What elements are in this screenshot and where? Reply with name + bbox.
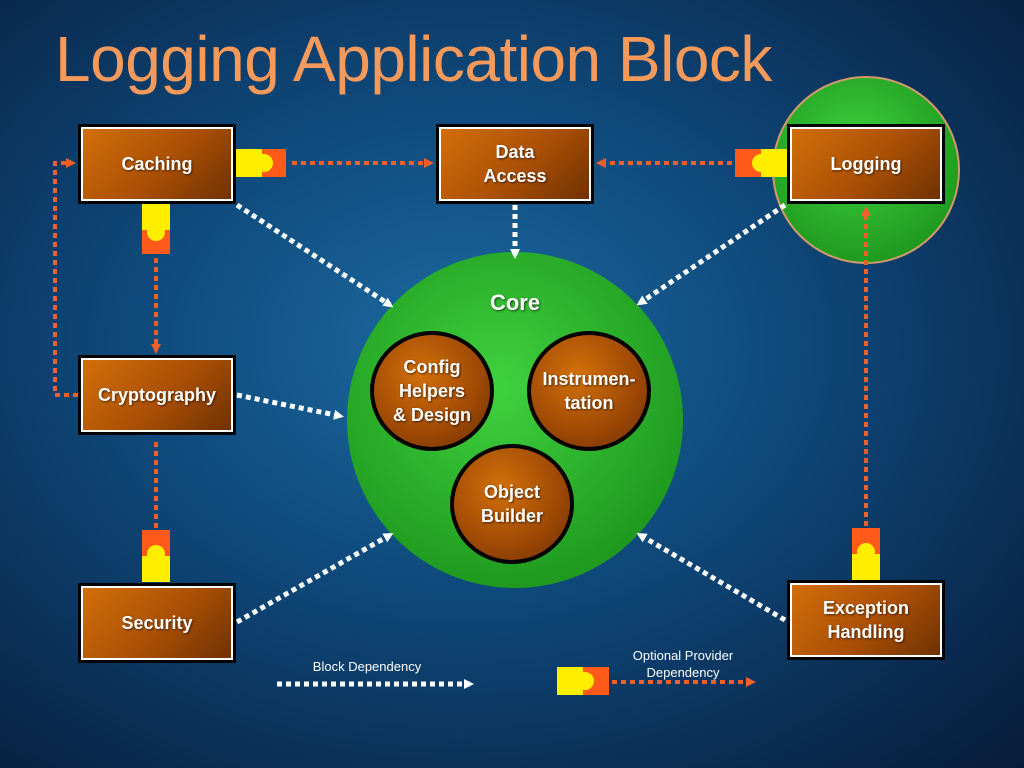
plug-logging-left (735, 149, 787, 177)
block-exception-handling: Exception Handling (787, 580, 945, 660)
core-config-helpers: Config Helpers & Design (370, 331, 494, 451)
block-security: Security (78, 583, 236, 663)
arrow-exception-core (636, 532, 787, 623)
plug-caching-bottom (142, 204, 170, 254)
legend-optional-provider-label: Optional Provider Dependency (632, 648, 734, 680)
arrow-cryptography-core (236, 392, 344, 420)
arrow-cryptography-caching (53, 158, 78, 397)
legend-block-dependency-label: Block Dependency (312, 659, 422, 674)
block-cryptography: Cryptography (78, 355, 236, 435)
plug-security-top (142, 530, 170, 582)
block-caching: Caching (78, 124, 236, 204)
plug-caching-right (236, 149, 286, 177)
block-data-access: Data Access (436, 124, 594, 204)
plug-exception-top (852, 528, 880, 580)
core-instrumentation: Instrumen- tation (527, 331, 651, 451)
block-logging: Logging (787, 124, 945, 204)
slide-title: Logging Application Block (55, 23, 772, 95)
core-object-builder: Object Builder (450, 444, 574, 564)
legend-plug (557, 667, 609, 695)
arrow-logging-core (636, 202, 787, 306)
arrow-security-core (235, 532, 394, 625)
arrow-caching-core (235, 202, 394, 308)
core-label: Core (489, 290, 541, 315)
